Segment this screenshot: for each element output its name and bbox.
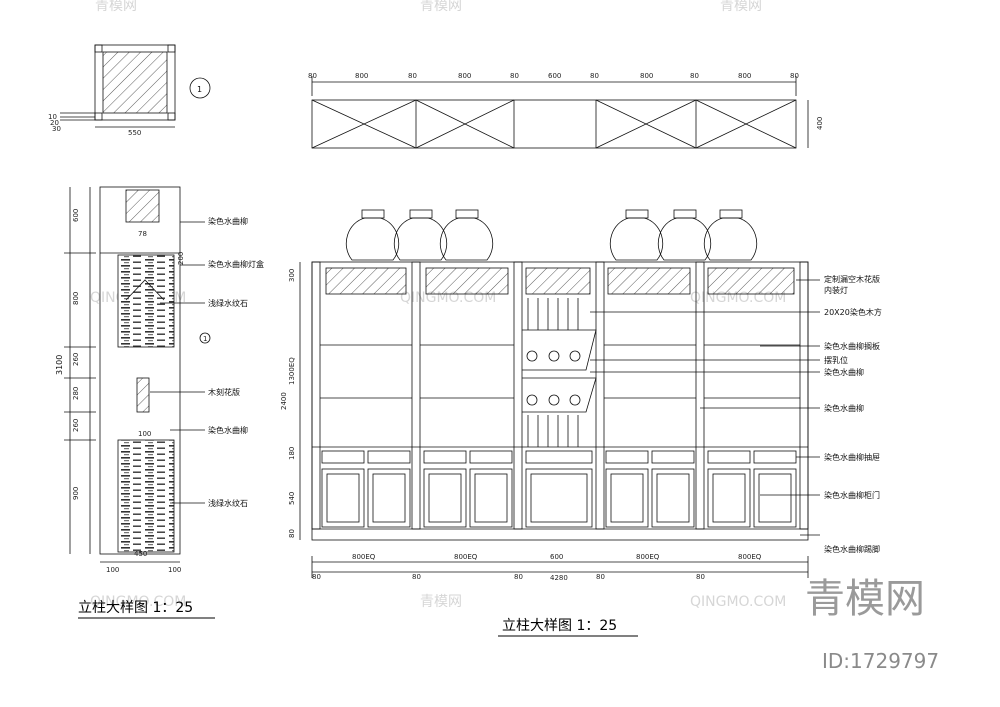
elevation-title: 立柱大样图 1：25 <box>502 618 617 634</box>
column-plan-detail <box>60 44 211 128</box>
svg-text:80: 80 <box>590 72 599 80</box>
svg-text:染色水曲柳灯盒: 染色水曲柳灯盒 <box>208 259 264 269</box>
svg-text:20: 20 <box>50 119 59 127</box>
svg-text:定制漏空木花版: 定制漏空木花版 <box>824 274 880 284</box>
svg-text:青模网: 青模网 <box>420 0 462 14</box>
svg-text:青模网: 青模网 <box>420 594 462 610</box>
svg-text:摆乳位: 摆乳位 <box>824 355 848 365</box>
section-marker-circle <box>189 77 211 99</box>
svg-text:450: 450 <box>134 550 147 558</box>
svg-text:80: 80 <box>510 72 519 80</box>
svg-text:80: 80 <box>308 72 317 80</box>
svg-text:80: 80 <box>408 72 417 80</box>
svg-text:浅绿水纹石: 浅绿水纹石 <box>208 498 248 508</box>
section-marker-label: 1 <box>197 85 202 94</box>
svg-text:800EQ: 800EQ <box>352 553 376 561</box>
svg-text:青模网: 青模网 <box>720 0 762 14</box>
svg-text:染色水曲柳: 染色水曲柳 <box>824 403 864 413</box>
svg-text:800: 800 <box>458 72 471 80</box>
svg-text:900: 900 <box>72 487 80 500</box>
svg-text:260: 260 <box>72 419 80 432</box>
svg-text:80: 80 <box>690 72 699 80</box>
svg-text:染色水曲柳抽屉: 染色水曲柳抽屉 <box>824 452 880 462</box>
svg-text:800: 800 <box>355 72 368 80</box>
svg-text:800EQ: 800EQ <box>738 553 762 561</box>
svg-text:染色水曲柳: 染色水曲柳 <box>208 425 248 435</box>
svg-text:600: 600 <box>72 209 80 222</box>
svg-text:800EQ: 800EQ <box>636 553 660 561</box>
svg-text:染色水曲柳柜门: 染色水曲柳柜门 <box>824 490 880 500</box>
background-watermarks: 青模网 青模网 青模网 QINGMO.COM QINGMO.COM QINGMO… <box>90 0 786 610</box>
svg-text:80: 80 <box>312 573 321 581</box>
cabinet-elevation <box>299 209 820 578</box>
svg-text:540: 540 <box>288 492 296 505</box>
column-elevation <box>64 186 211 563</box>
svg-text:1: 1 <box>203 335 207 343</box>
svg-text:80: 80 <box>596 573 605 581</box>
svg-text:80: 80 <box>288 529 296 538</box>
svg-text:800EQ: 800EQ <box>454 553 478 561</box>
svg-text:100: 100 <box>106 566 119 574</box>
svg-text:800: 800 <box>738 72 751 80</box>
svg-text:80: 80 <box>514 573 523 581</box>
svg-text:1300EQ: 1300EQ <box>288 357 296 385</box>
svg-text:染色水曲柳搁板: 染色水曲柳搁板 <box>824 341 880 351</box>
watermark-id: ID:1729797 <box>822 649 939 673</box>
cabinet-plan-view <box>311 76 809 149</box>
svg-text:80: 80 <box>412 573 421 581</box>
svg-text:10: 10 <box>48 113 57 121</box>
left-title: 立柱大样图 1：25 <box>78 600 193 616</box>
svg-text:260: 260 <box>72 353 80 366</box>
svg-text:100: 100 <box>168 566 181 574</box>
svg-text:200: 200 <box>177 252 185 265</box>
svg-text:800: 800 <box>640 72 653 80</box>
svg-text:浅绿水纹石: 浅绿水纹石 <box>208 298 248 308</box>
svg-text:78: 78 <box>138 230 147 238</box>
svg-text:青模网: 青模网 <box>95 0 137 14</box>
svg-text:木刻花版: 木刻花版 <box>208 387 240 397</box>
watermark-logo: 青模网 <box>805 576 925 622</box>
svg-text:100: 100 <box>138 430 151 438</box>
svg-text:80: 80 <box>790 72 799 80</box>
svg-text:20X20染色木方: 20X20染色木方 <box>824 307 882 317</box>
svg-text:600: 600 <box>550 553 563 561</box>
svg-text:30: 30 <box>52 125 61 133</box>
svg-text:80: 80 <box>696 573 705 581</box>
svg-text:2400: 2400 <box>280 392 288 410</box>
svg-text:600: 600 <box>548 72 561 80</box>
svg-text:染色水曲柳: 染色水曲柳 <box>824 367 864 377</box>
svg-text:4280: 4280 <box>550 574 568 582</box>
svg-text:QINGMO.COM: QINGMO.COM <box>690 594 786 610</box>
svg-text:染色水曲柳: 染色水曲柳 <box>208 216 248 226</box>
svg-text:内装灯: 内装灯 <box>824 285 848 295</box>
svg-text:染色水曲柳踢脚: 染色水曲柳踢脚 <box>824 544 880 554</box>
svg-text:300: 300 <box>288 269 296 282</box>
svg-text:QINGMO.COM: QINGMO.COM <box>90 594 186 610</box>
svg-text:400: 400 <box>816 117 824 130</box>
svg-text:550: 550 <box>128 129 141 137</box>
svg-text:800: 800 <box>72 292 80 305</box>
svg-text:180: 180 <box>288 447 296 460</box>
svg-text:280: 280 <box>72 387 80 400</box>
svg-text:3100: 3100 <box>55 355 64 375</box>
